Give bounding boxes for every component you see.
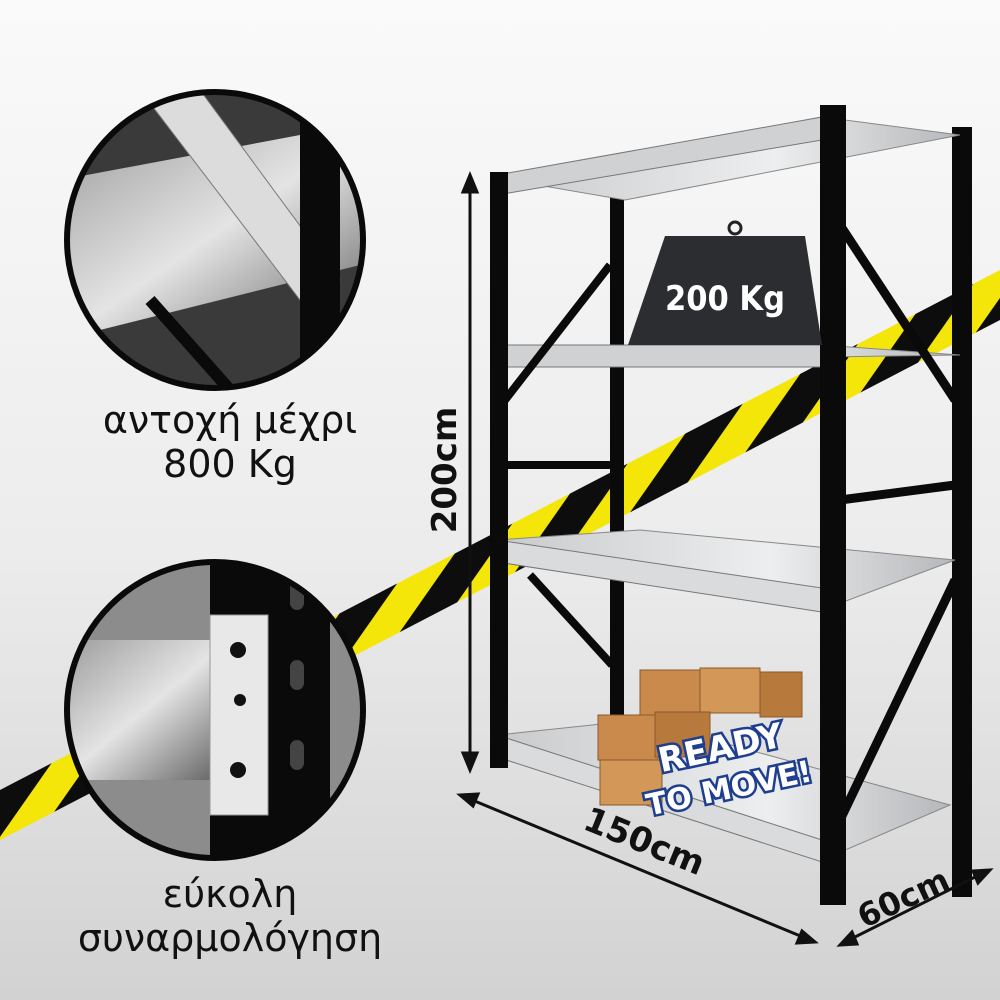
caption-line: 800 Kg — [163, 442, 297, 486]
weight-icon: 200 Kg — [628, 220, 822, 345]
height-label: 200cm — [425, 407, 465, 534]
caption-line: εύκολη — [162, 872, 298, 916]
weight-label: 200 Kg — [665, 279, 785, 319]
caption-line: συναρμολόγηση — [77, 916, 383, 960]
height-dimension: 200cm — [425, 171, 480, 774]
detail-circle-assembly — [64, 559, 366, 861]
feature-caption-load: αντοχή μέχρι 800 Kg — [70, 398, 390, 486]
caption-line: αντοχή μέχρι — [102, 398, 358, 442]
boxes-image — [597, 667, 803, 806]
feature-caption-assembly: εύκολη συναρμολόγηση — [50, 872, 410, 960]
detail-circle-load — [64, 89, 366, 391]
